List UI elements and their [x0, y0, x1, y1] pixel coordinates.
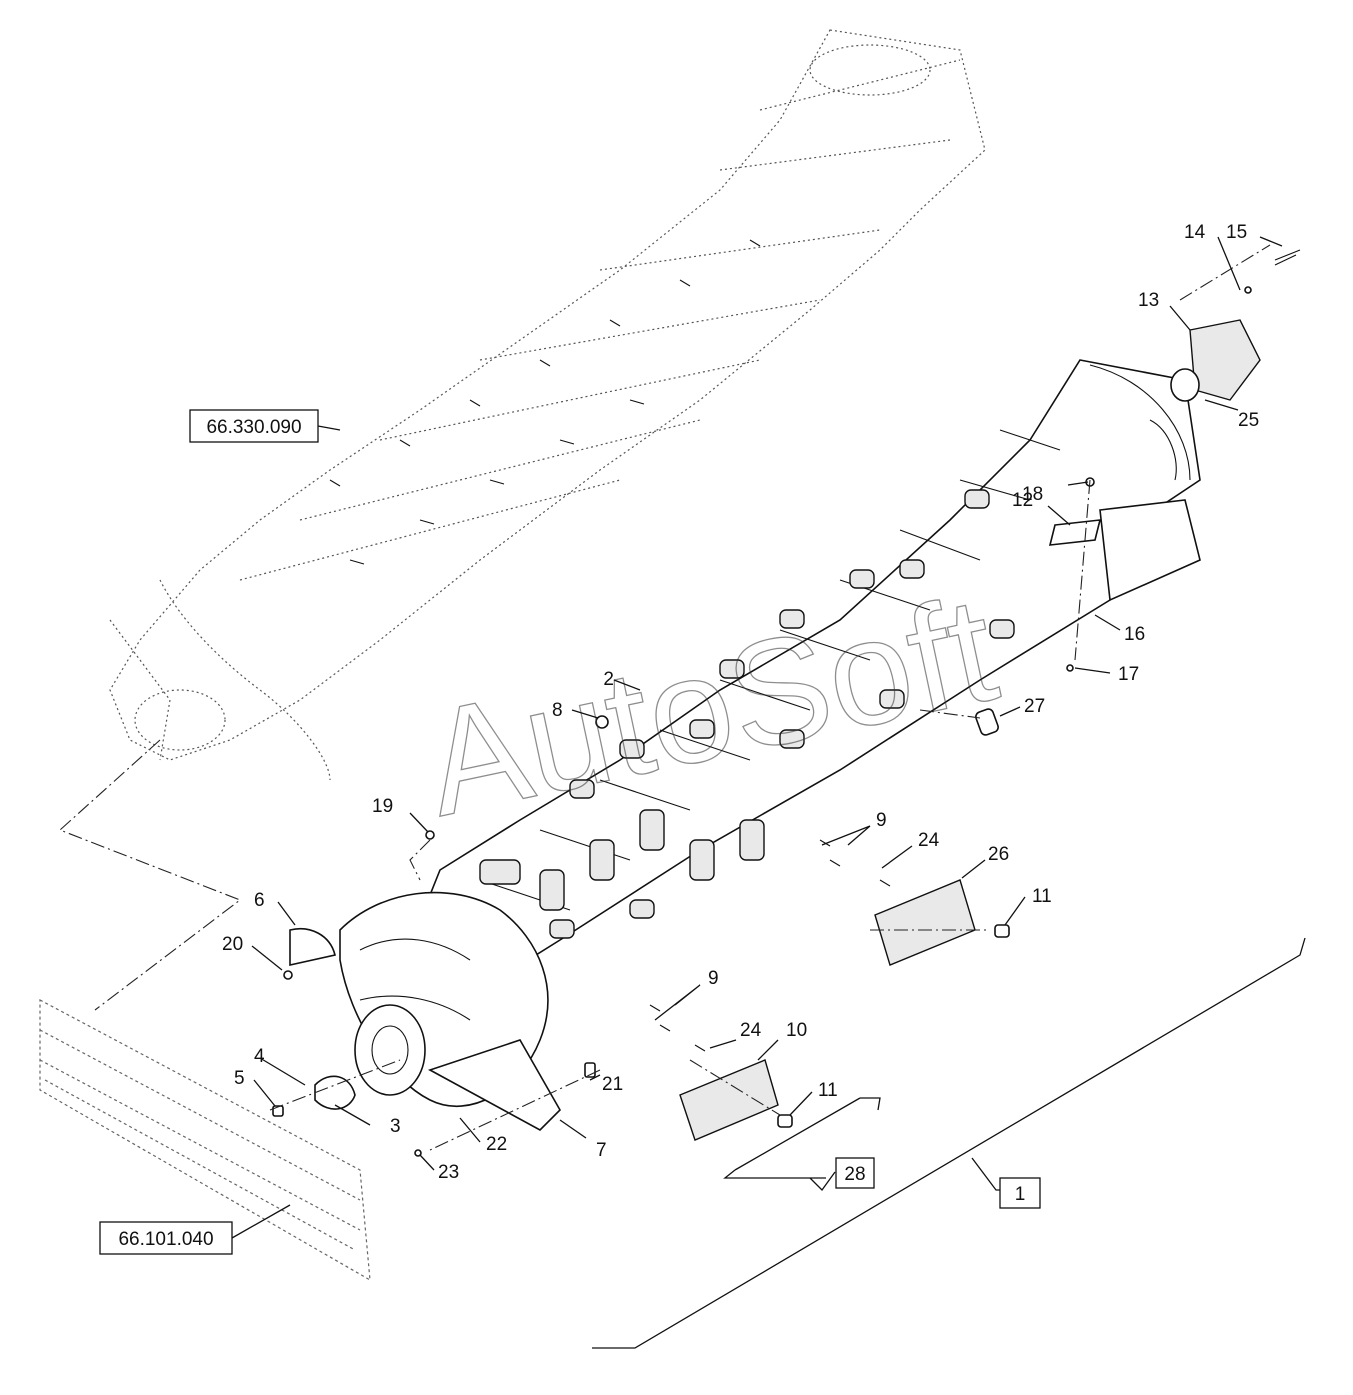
ghost-rotor-drawing — [109, 29, 986, 781]
callout-7: 7 — [596, 1140, 607, 1161]
ref-label-1: 1 — [999, 1177, 1041, 1209]
callout-22: 22 — [486, 1134, 507, 1155]
callout-6: 6 — [254, 890, 265, 911]
callout-11-upper: 11 — [1032, 886, 1052, 907]
callout-5: 5 — [234, 1068, 245, 1089]
callout-16: 16 — [1124, 624, 1145, 645]
ref-text-1: 1 — [1015, 1184, 1026, 1205]
callout-26: 26 — [988, 844, 1009, 865]
ghost-frame-drawing — [39, 999, 371, 1282]
ref-label-66-101-040: 66.101.040 — [99, 1221, 233, 1255]
callout-8: 8 — [552, 700, 563, 721]
small-parts — [272, 249, 1301, 1157]
ref-label-66-330-090: 66.330.090 — [189, 409, 319, 443]
callout-9-lower: 9 — [708, 968, 719, 989]
ref-label-28: 28 — [835, 1157, 875, 1189]
callout-2: 2 — [603, 669, 614, 690]
callout-24-lower: 24 — [740, 1020, 762, 1041]
ref-text-66-101-040: 66.101.040 — [118, 1229, 213, 1250]
callout-13: 13 — [1138, 290, 1159, 311]
callout-20: 20 — [222, 934, 243, 955]
callout-23: 23 — [438, 1162, 459, 1183]
ref-text-28: 28 — [844, 1164, 865, 1185]
rotor-drum — [339, 359, 1201, 1131]
callout-4: 4 — [254, 1046, 265, 1067]
callout-14: 14 — [1184, 222, 1206, 243]
callout-27: 27 — [1024, 696, 1045, 717]
callout-11-lower: 11 — [818, 1080, 838, 1101]
callout-numbers: 2 3 4 5 6 7 8 9 9 10 11 11 12 13 14 15 1… — [222, 222, 1259, 1183]
callout-15: 15 — [1226, 222, 1247, 243]
callout-24-upper: 24 — [918, 830, 940, 851]
callout-25: 25 — [1238, 410, 1259, 431]
alignment-lines — [58, 244, 1271, 1151]
callout-10: 10 — [786, 1020, 807, 1041]
ref-text-66-330-090: 66.330.090 — [206, 417, 301, 438]
callout-21: 21 — [602, 1074, 623, 1095]
callout-12: 12 — [1012, 490, 1033, 511]
callout-17: 17 — [1118, 664, 1139, 685]
callout-19: 19 — [372, 796, 393, 817]
leader-lines — [231, 236, 1306, 1349]
callout-18: 18 — [1022, 484, 1043, 505]
callout-3: 3 — [390, 1116, 401, 1137]
callout-9-upper: 9 — [876, 810, 887, 831]
